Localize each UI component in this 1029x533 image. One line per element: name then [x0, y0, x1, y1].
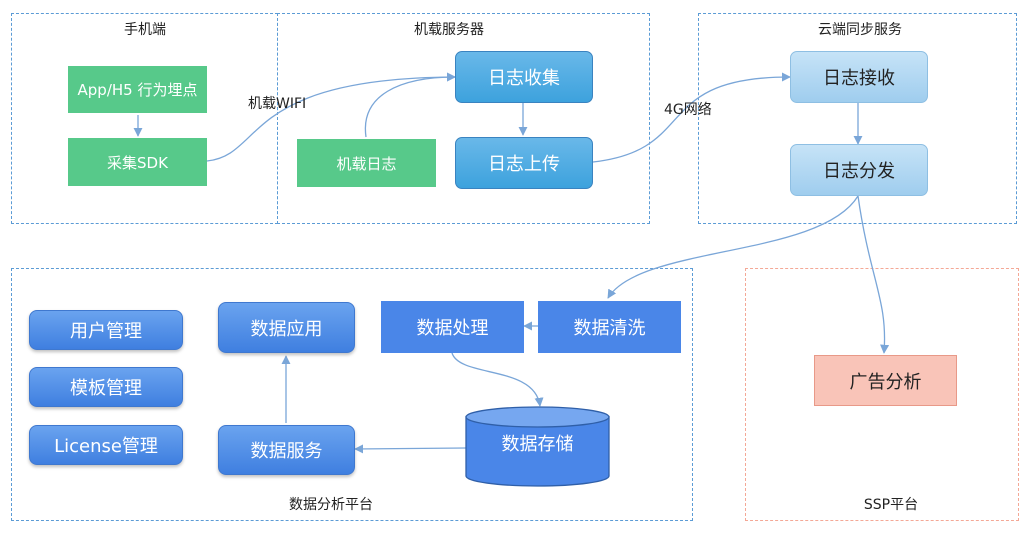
edge-upload-to-receive	[592, 72, 791, 163]
node-log-distribute: 日志分发	[790, 144, 928, 196]
node-log-upload: 日志上传	[455, 137, 593, 189]
node-license-mgmt: License管理	[29, 425, 183, 465]
node-data-storage: 数据存储	[501, 434, 574, 455]
node-data-app: 数据应用	[218, 302, 355, 353]
edge-storage-to-service	[354, 444, 467, 454]
panel-analytics	[11, 268, 693, 521]
node-log-collect: 日志收集	[455, 51, 593, 103]
node-user-mgmt: 用户管理	[29, 310, 183, 350]
edge-label-wifi: 机载WIFI	[248, 96, 307, 112]
panel-label-mobile: 手机端	[124, 22, 166, 38]
edge-onboard-to-collect	[364, 72, 456, 138]
panel-label-ssp: SSP平台	[863, 497, 919, 513]
node-log-receive: 日志接收	[790, 51, 928, 103]
node-app-tracking: App/H5 行为埋点	[68, 66, 207, 113]
edge-label-4g: 4G网络	[664, 102, 712, 118]
panel-label-cloud: 云端同步服务	[818, 22, 902, 38]
node-data-clean: 数据清洗	[538, 301, 681, 353]
node-collect-sdk: 采集SDK	[68, 138, 207, 186]
node-data-service: 数据服务	[218, 425, 355, 475]
edge-distribute-to-ad	[857, 195, 890, 354]
node-ad-analysis: 广告分析	[814, 355, 957, 406]
panel-ssp	[745, 268, 1019, 521]
panel-onboard-server	[277, 13, 650, 224]
node-template-mgmt: 模板管理	[29, 367, 183, 407]
edge-sdk-to-collect	[206, 72, 456, 162]
panel-label-onboard-server: 机载服务器	[414, 22, 484, 38]
node-onboard-log: 机载日志	[297, 139, 436, 187]
panel-label-analytics: 数据分析平台	[289, 497, 373, 513]
edge-distribute-to-clean	[607, 195, 859, 299]
data-storage-cylinder	[465, 406, 610, 487]
panel-cloud	[698, 13, 1017, 224]
node-data-process: 数据处理	[381, 301, 524, 353]
edge-process-to-storage	[451, 352, 544, 407]
